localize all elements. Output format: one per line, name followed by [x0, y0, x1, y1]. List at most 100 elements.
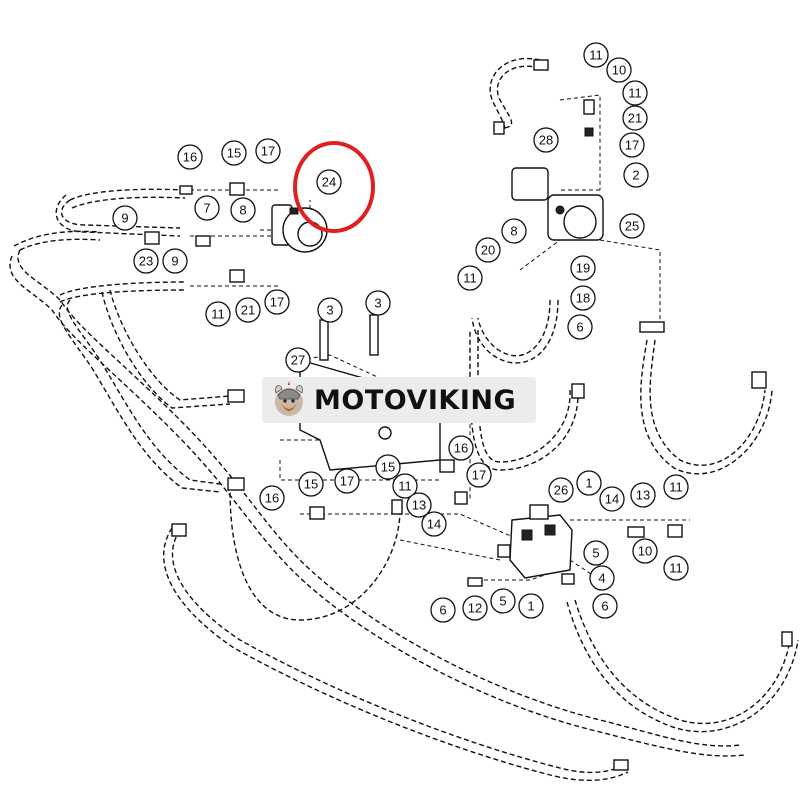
- callout-number: 13: [636, 488, 650, 503]
- hose: [640, 339, 773, 475]
- highlight-circle: [293, 141, 375, 233]
- fitting-part: [171, 523, 187, 537]
- callout-number: 17: [472, 468, 486, 483]
- callout: 28: [533, 127, 559, 153]
- callout-number: 11: [589, 48, 603, 63]
- fitting-part: [781, 631, 793, 647]
- hose: [19, 238, 101, 251]
- callout-number: 15: [227, 146, 241, 161]
- callout-number: 1: [585, 476, 592, 491]
- callout-number: 10: [638, 544, 652, 559]
- callout: 11: [583, 42, 609, 68]
- fitting-part: [751, 371, 767, 389]
- hose: [60, 199, 181, 229]
- callout: 20: [475, 237, 501, 263]
- callout: 17: [255, 138, 281, 164]
- hose: [229, 489, 401, 621]
- callout-number: 16: [265, 491, 279, 506]
- callout: 11: [622, 80, 648, 106]
- callout: 5: [490, 588, 516, 614]
- callout: 13: [406, 492, 432, 518]
- callout: 15: [298, 471, 324, 497]
- callout-number: 14: [605, 492, 619, 507]
- callout-number: 6: [439, 603, 446, 618]
- brand-name: MOTOVIKING: [314, 384, 517, 416]
- hose: [13, 230, 101, 247]
- callout: 9: [112, 205, 138, 231]
- fitting-part: [229, 269, 245, 283]
- fitting-part: [639, 321, 665, 333]
- hose: [109, 289, 231, 401]
- callout-number: 10: [612, 63, 626, 78]
- motor-part: [511, 167, 604, 241]
- hose: [58, 304, 221, 493]
- callout-number: 4: [598, 571, 605, 586]
- fitting-part: [583, 99, 595, 115]
- fitting-part: [667, 524, 683, 538]
- callout-number: 24: [322, 175, 336, 190]
- callout-number: 9: [171, 254, 178, 269]
- callout: 8: [230, 197, 256, 223]
- callout: 4: [589, 565, 615, 591]
- hose: [59, 281, 186, 296]
- callout-number: 15: [381, 460, 395, 475]
- callout: 11: [392, 473, 418, 499]
- callouts: 11 10 11 21 17 2 28 25 8 20 19 11 18 6 1…: [112, 42, 689, 623]
- leader-line: [300, 513, 521, 541]
- callout-number: 1: [527, 599, 534, 614]
- callout-number: 11: [398, 479, 412, 494]
- fitting-part: [584, 127, 594, 137]
- callout-number: 19: [576, 261, 590, 276]
- callout: 15: [221, 140, 247, 166]
- fitting-part: [533, 59, 549, 71]
- callout: 3: [365, 290, 391, 316]
- callout-number: 21: [628, 111, 642, 126]
- fitting-part: [439, 459, 455, 473]
- hose: [17, 249, 741, 747]
- hose: [477, 299, 551, 357]
- callout: 16: [259, 485, 285, 511]
- callout-number: 11: [463, 271, 477, 286]
- callout-number: 2: [632, 168, 639, 183]
- fitting-part: [144, 231, 160, 245]
- callout: 16: [448, 435, 474, 461]
- callout: 6: [592, 593, 618, 619]
- callout-number: 5: [592, 546, 599, 561]
- callout: 7: [194, 195, 220, 221]
- callout: 16: [177, 144, 203, 170]
- callout: 9: [162, 248, 188, 274]
- hose: [471, 299, 559, 364]
- callout: 1: [518, 593, 544, 619]
- callout-number: 3: [326, 303, 333, 318]
- callout-number: 18: [576, 291, 590, 306]
- valve-block-part: [497, 504, 573, 579]
- callout-number: 16: [183, 150, 197, 165]
- callout-number: 20: [481, 243, 495, 258]
- callout-number: 16: [454, 441, 468, 456]
- callout-number: 6: [601, 599, 608, 614]
- callout: 17: [264, 289, 290, 315]
- fitting-part: [571, 383, 585, 399]
- hose: [574, 599, 791, 725]
- hose: [649, 339, 766, 466]
- hose: [71, 196, 186, 209]
- callout: 15: [375, 454, 401, 480]
- callout: 11: [457, 265, 483, 291]
- callout: 8: [501, 218, 527, 244]
- callout-number: 3: [374, 296, 381, 311]
- callout: 10: [606, 57, 632, 83]
- callout: 6: [430, 597, 456, 623]
- callout-number: 6: [576, 320, 583, 335]
- callout-number: 11: [211, 307, 225, 322]
- callout: 21: [235, 297, 261, 323]
- hose: [66, 299, 221, 485]
- callout: 1: [576, 470, 602, 496]
- callout: 3: [317, 297, 343, 323]
- hose: [566, 601, 799, 733]
- hose: [69, 188, 186, 201]
- fitting-part: [179, 185, 193, 195]
- callout-number: 11: [669, 561, 683, 576]
- callout: 24: [316, 169, 342, 195]
- callout-number: 15: [304, 477, 318, 492]
